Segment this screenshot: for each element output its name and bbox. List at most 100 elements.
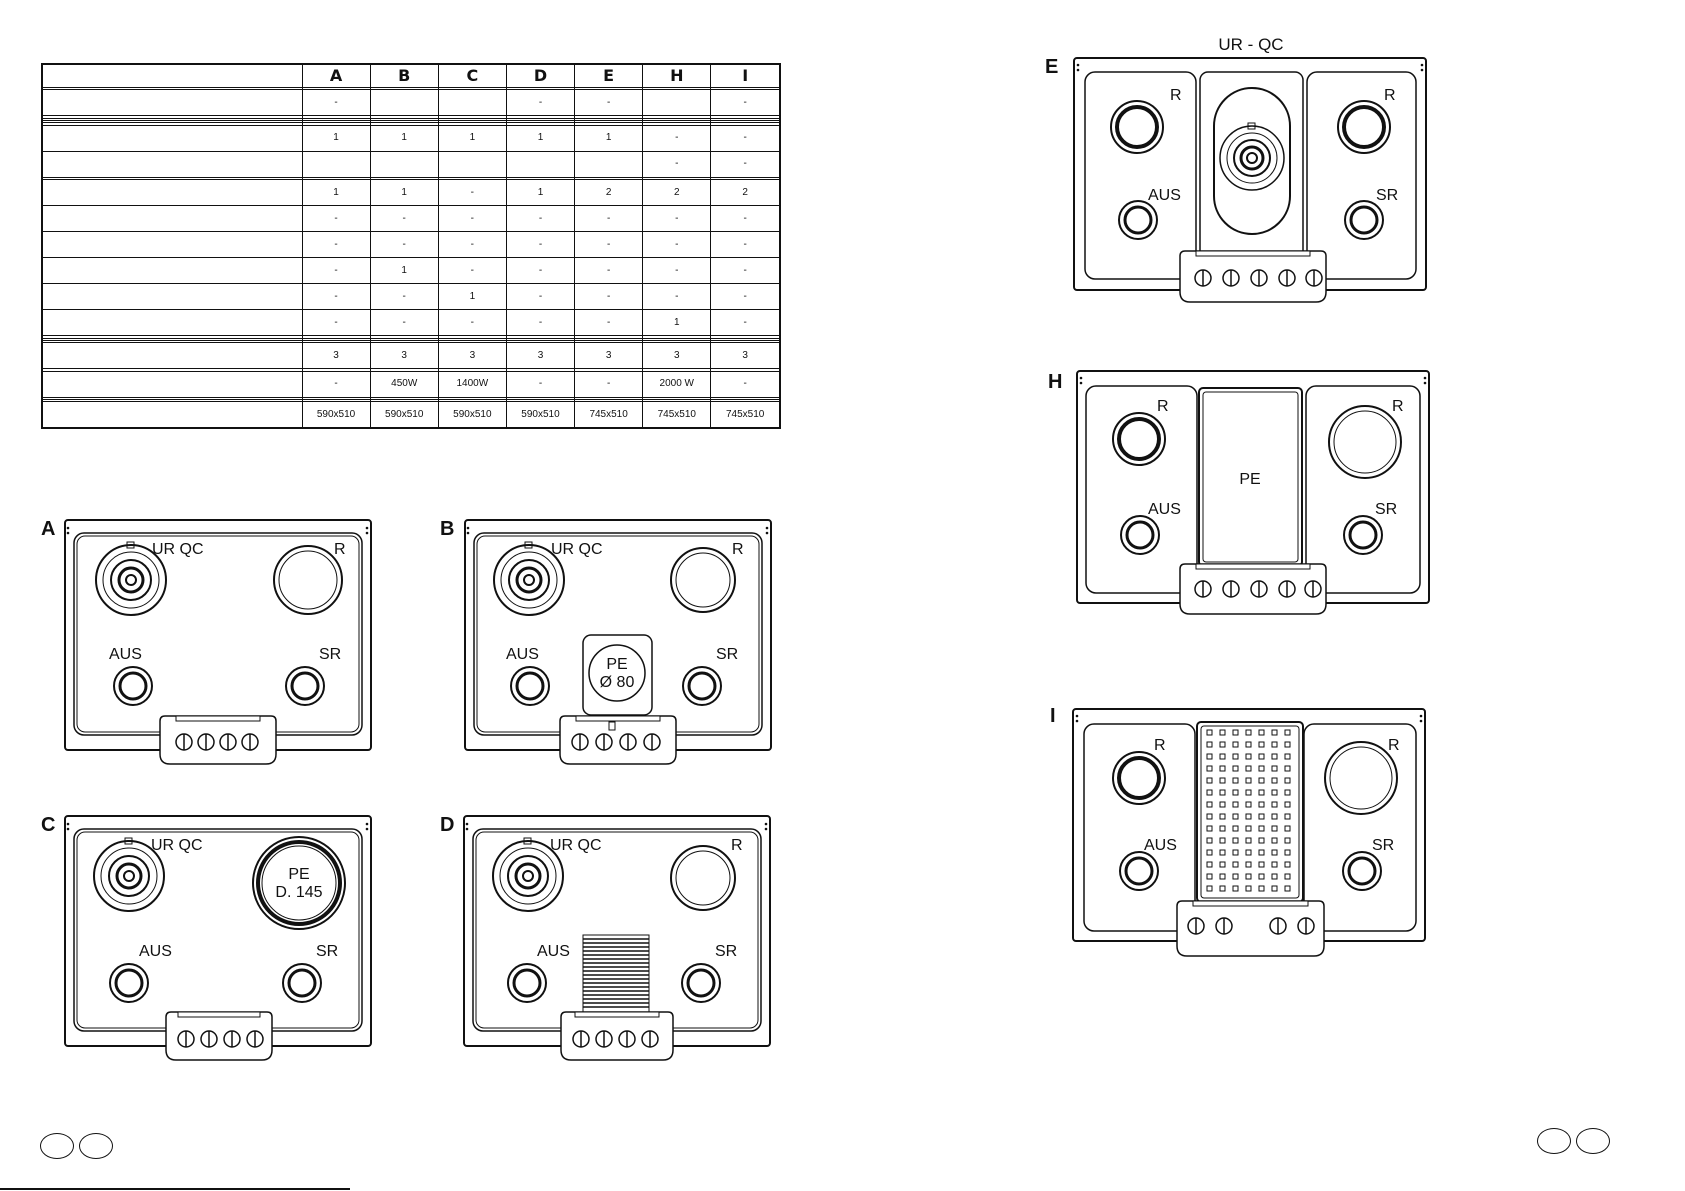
griddle-hole [1271, 753, 1278, 760]
hob-diagram-i: R AUS R SR [1072, 708, 1426, 957]
table-cell [710, 335, 779, 339]
table-cell: - [710, 283, 779, 311]
table-cell: - [710, 309, 779, 337]
hob-diagram-h: R AUS PE R SR [1076, 370, 1430, 615]
row-label-cell [43, 402, 302, 427]
griddle-hole [1258, 813, 1265, 820]
table-cell: - [642, 125, 711, 152]
table-cell [301, 120, 371, 124]
table-cell [369, 122, 439, 126]
table-cell: 2000 W [642, 371, 711, 398]
burner-label-r: R [731, 837, 743, 854]
page-marker-circle [79, 1133, 113, 1159]
burner-label-r-right: R [1388, 737, 1400, 754]
table-cell: - [505, 257, 575, 285]
table-header-row: A B C D E H I [43, 65, 779, 88]
griddle-hole [1258, 777, 1265, 784]
griddle-hole [1219, 729, 1226, 736]
table-cell: - [437, 231, 507, 259]
griddle-hole [1271, 789, 1278, 796]
burner-label-aus: AUS [506, 646, 539, 663]
griddle-hole [1232, 825, 1239, 832]
table-cell [710, 115, 779, 119]
griddle-hole [1219, 777, 1226, 784]
table-cell [505, 115, 575, 119]
table-cell: - [574, 309, 643, 337]
table-cell [437, 338, 507, 342]
table-cell [369, 115, 439, 119]
griddle-hole [1271, 825, 1278, 832]
griddle-hole [1206, 801, 1213, 808]
row-label-cell [43, 125, 302, 152]
col-header-h: H [642, 65, 711, 88]
table-cell [301, 118, 371, 122]
table-cell: 2 [710, 179, 779, 207]
griddle-hole [1206, 849, 1213, 856]
table-cell [437, 89, 507, 117]
table-cell [369, 338, 439, 342]
table-cell [505, 87, 575, 91]
table-cell: - [505, 283, 575, 311]
table-cell [574, 120, 643, 124]
row-label-cell [43, 151, 302, 178]
table-cell [437, 87, 507, 91]
burner-label-r-right: R [1384, 87, 1396, 104]
table-cell: - [574, 283, 643, 311]
table-cell [301, 177, 371, 181]
row-label-cell [43, 87, 302, 91]
row-label-cell [43, 335, 302, 339]
table-cell: - [574, 257, 643, 285]
griddle-hole [1219, 753, 1226, 760]
table-cell [505, 177, 575, 181]
table-cell [369, 120, 439, 124]
table-row [43, 120, 779, 124]
griddle-hole [1219, 885, 1226, 892]
table-cell [505, 368, 575, 372]
panel-label-i: I [1050, 705, 1056, 727]
table-cell [505, 151, 575, 178]
row-label-cell [43, 399, 302, 403]
griddle-hole [1232, 837, 1239, 844]
table-cell: 1 [301, 125, 371, 152]
burner-label-r: R [732, 541, 744, 558]
griddle-hole [1258, 741, 1265, 748]
table-cell: - [301, 283, 371, 311]
griddle-hole [1271, 873, 1278, 880]
table-cell: - [505, 205, 575, 233]
griddle-hole [1232, 789, 1239, 796]
griddle-hole [1206, 765, 1213, 772]
table-row: ------- [43, 231, 779, 259]
row-label-cell [43, 118, 302, 122]
griddle-hole [1284, 861, 1291, 868]
table-cell: 3 [301, 342, 371, 370]
griddle-hole [1258, 789, 1265, 796]
table-cell: - [437, 257, 507, 285]
table-row [43, 118, 779, 122]
griddle-hole [1284, 765, 1291, 772]
griddle-hole [1258, 849, 1265, 856]
table-cell [574, 397, 643, 401]
table-cell [505, 120, 575, 124]
griddle-hole [1232, 801, 1239, 808]
griddle-hole [1206, 753, 1213, 760]
col-header-e: E [574, 65, 643, 88]
griddle-hole [1232, 753, 1239, 760]
table-cell [505, 122, 575, 126]
table-cell: - [505, 231, 575, 259]
table-cell [505, 335, 575, 339]
table-cell [574, 177, 643, 181]
table-cell [574, 151, 643, 178]
table-cell [369, 89, 439, 117]
table-cell [642, 87, 711, 91]
table-cell [437, 122, 507, 126]
table-cell: 745x510 [710, 401, 779, 427]
table-cell: - [574, 205, 643, 233]
plate-label-size: Ø 80 [600, 674, 635, 691]
griddle-hole [1206, 729, 1213, 736]
row-label-cell [43, 179, 302, 207]
table-cell [710, 338, 779, 342]
table-cell [301, 87, 371, 91]
table-cell: - [301, 231, 371, 259]
table-cell [369, 399, 439, 403]
row-label-cell [43, 122, 302, 126]
